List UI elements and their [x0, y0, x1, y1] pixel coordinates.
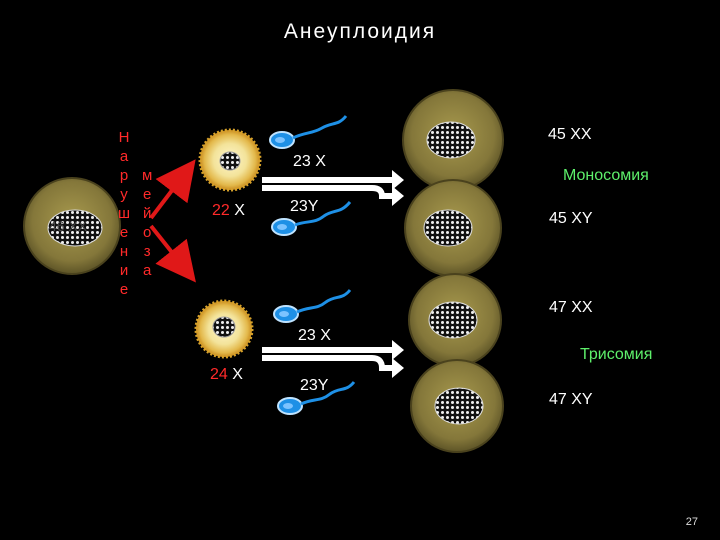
- sperm-label-1: 23 X: [293, 153, 326, 170]
- trisomy-label: Трисомия: [580, 346, 653, 363]
- result-cell-3: [408, 273, 502, 367]
- slide-title: Анеуплоидия: [283, 20, 437, 43]
- vertical-letter: и: [119, 262, 129, 279]
- vertical-letter: й: [142, 205, 152, 222]
- sperm-2: [271, 201, 352, 236]
- egg-top-label: 22 X: [212, 202, 245, 219]
- result-cell-2: [404, 179, 502, 277]
- egg-top: [198, 128, 262, 192]
- egg-bottom: [194, 299, 254, 359]
- result-label-4: 47 XY: [549, 391, 593, 408]
- egg-bottom-label: 24 X: [210, 366, 243, 383]
- vertical-letter: з: [143, 243, 151, 260]
- monosomy-label: Моносомия: [563, 167, 649, 184]
- red-arrow-down: [149, 224, 196, 283]
- vertical-letter: р: [119, 167, 129, 184]
- vertical-letter: е: [119, 224, 129, 241]
- vertical-letter: а: [119, 148, 129, 165]
- sperm-label-3: 23 X: [298, 327, 331, 344]
- result-label-3: 47 XX: [549, 299, 593, 316]
- sperm-1: [269, 115, 348, 149]
- vertical-letter: о: [142, 224, 152, 241]
- vertical-letter: а: [142, 262, 152, 279]
- vertical-letter: ш: [118, 205, 131, 222]
- vertical-letter: е: [142, 186, 152, 203]
- parent-cell: [23, 177, 121, 275]
- result-label-2: 45 XY: [549, 210, 593, 227]
- white-arrows-bottom: [262, 340, 404, 378]
- result-label-1: 45 XX: [548, 126, 592, 143]
- page-number: 27: [685, 516, 698, 528]
- sperm-label-4: 23Y: [300, 377, 329, 394]
- vertical-letter: е: [119, 281, 129, 298]
- vertical-letter: н: [119, 243, 129, 260]
- white-arrows-top: [262, 170, 404, 206]
- vertical-letter: м: [142, 167, 153, 184]
- parent-cell-label: 46 XX: [49, 218, 88, 234]
- vertical-letter: у: [120, 186, 128, 203]
- red-arrow-up: [149, 159, 196, 220]
- sperm-4: [277, 381, 356, 415]
- result-cell-4: [410, 359, 504, 453]
- vertical-letter: Н: [118, 129, 130, 146]
- result-cell-1: [402, 89, 504, 191]
- sperm-label-2: 23Y: [290, 198, 319, 215]
- sperm-3: [273, 289, 352, 323]
